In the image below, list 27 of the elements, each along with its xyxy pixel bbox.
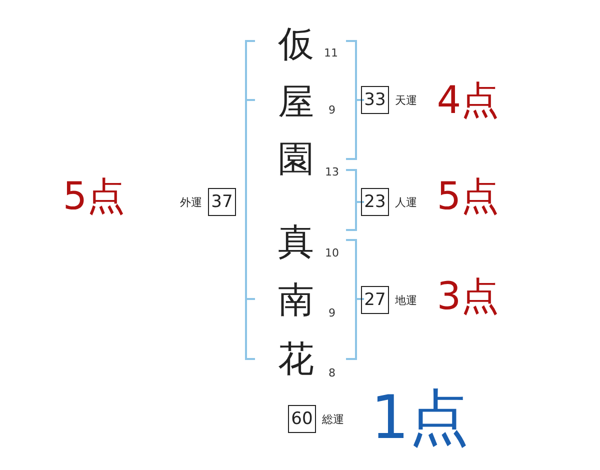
number-box: 33 [361,86,389,114]
name-character: 真 [278,225,314,261]
stroke-count: 10 [325,248,339,258]
stroke-count: 11 [324,48,338,58]
number-box: 23 [361,188,389,216]
fortune-label: 総運 [322,412,344,426]
fortune-label: 人運 [395,194,417,210]
number-box: 37 [208,188,236,216]
score: 4点 [436,81,500,119]
score: 1点 [370,388,470,448]
stroke-count: 8 [328,368,336,378]
score: 5点 [436,177,500,215]
name-character: 屋 [278,85,314,121]
name-character: 花 [278,342,314,378]
stroke-count: 13 [325,166,339,178]
name-character: 南 [278,283,314,319]
score: 5点 [62,177,126,215]
stroke-count: 9 [328,308,336,318]
number-box: 27 [361,286,389,314]
name-character: 園 [278,142,314,178]
name-character: 仮 [278,27,314,63]
fortune-label: 天運 [395,92,417,108]
score: 3点 [436,277,500,315]
fortune-label: 地運 [395,292,417,308]
fortune-label: 外運 [180,194,202,210]
stroke-count: 9 [328,104,336,116]
number-box: 60 [288,405,316,433]
